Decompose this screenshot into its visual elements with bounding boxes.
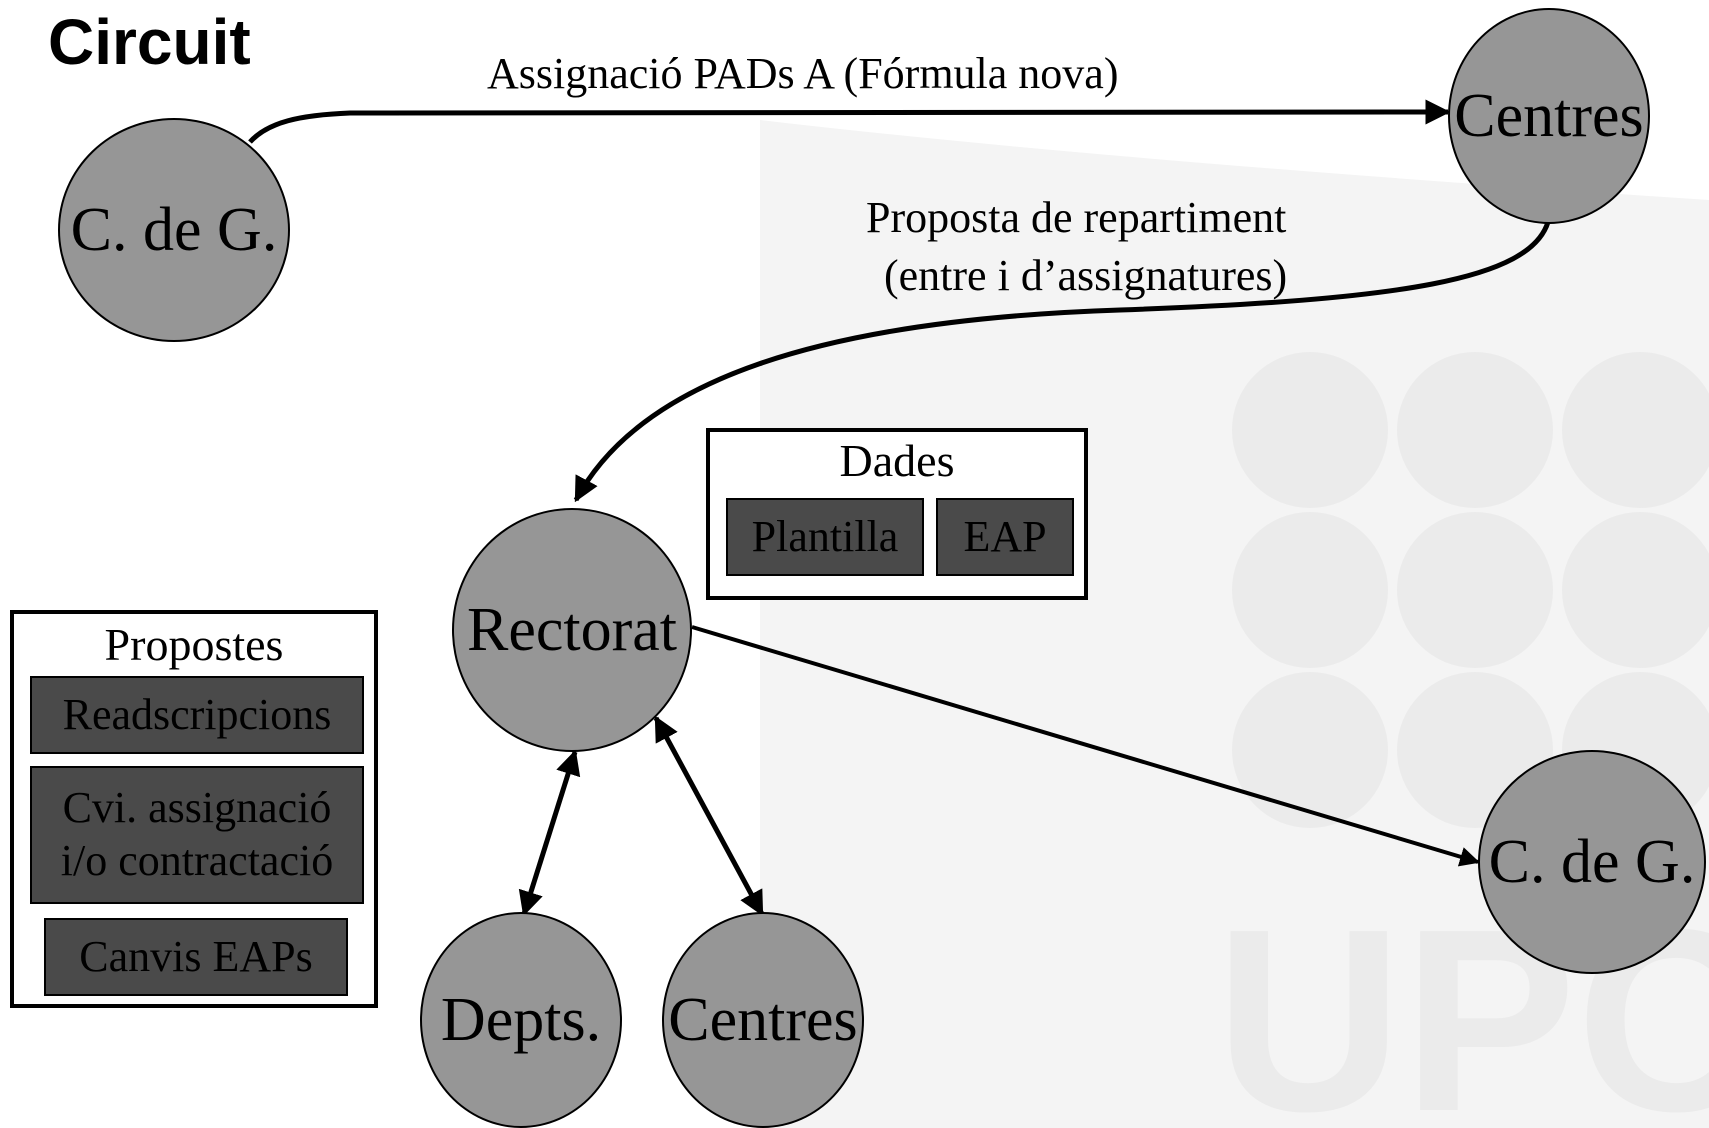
propostes-item-canvis-eaps: Canvis EAPs <box>44 918 348 996</box>
node-cdg-top: C. de G. <box>58 118 290 342</box>
propostes-title: Propostes <box>104 619 284 670</box>
node-centres-bottom: Centres <box>662 912 864 1128</box>
edge-label-assignacio: Assignació PADs A (Fórmula nova) <box>487 49 1119 98</box>
edge-assignacio <box>248 99 1451 144</box>
node-rectorat: Rectorat <box>452 508 692 752</box>
upc-watermark-logo: UPC <box>760 120 1709 1128</box>
node-cdg-right: C. de G. <box>1478 750 1706 974</box>
node-centres-top: Centres <box>1448 8 1650 224</box>
dades-title: Dades <box>839 435 955 486</box>
edge-rectorat-centres <box>653 715 765 917</box>
edge-proposta <box>573 221 1551 503</box>
dades-item-eap: EAP <box>936 498 1074 576</box>
edge-rectorat-cdg <box>691 625 1480 867</box>
propostes-item-cvi-line2: i/o contractació <box>60 836 334 885</box>
node-depts: Depts. <box>420 912 622 1128</box>
propostes-box: Propostes Readscripcions Cvi. assignació… <box>10 610 378 1008</box>
edge-rectorat-depts <box>518 749 581 917</box>
propostes-item-cvi-assignacio: Cvi. assignació i/o contractació <box>30 766 364 904</box>
page-title: Circuit <box>48 6 251 78</box>
propostes-item-readscripcions: Readscripcions <box>30 676 364 754</box>
propostes-item-cvi-line1: Cvi. assignació <box>62 783 332 833</box>
edge-label-proposta-line2: (entre i d’assignatures) <box>884 251 1288 300</box>
dades-box: Dades Plantilla EAP <box>706 428 1088 600</box>
edge-label-proposta-line1: Proposta de repartiment <box>866 193 1287 242</box>
dades-item-plantilla: Plantilla <box>726 498 924 576</box>
